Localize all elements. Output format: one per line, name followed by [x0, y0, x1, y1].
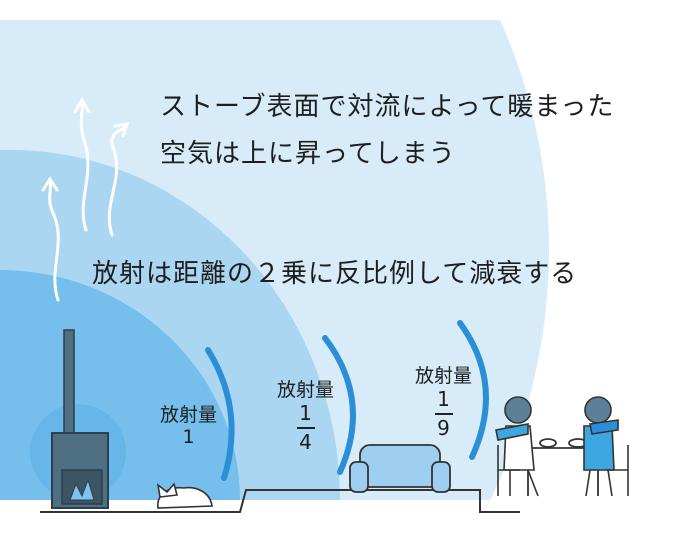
dose-near: 放射量 1 — [160, 405, 217, 449]
dose-far-label: 放射量 — [415, 366, 472, 388]
dose-far-denominator: 9 — [437, 417, 450, 440]
inverse-square-caption: 放射は距離の２乗に反比例して減衰する — [92, 253, 577, 290]
dose-middle: 放射量 1 4 — [277, 380, 334, 454]
convection-caption-line1: ストーブ表面で対流によって暖まった — [160, 86, 614, 123]
dose-middle-label: 放射量 — [277, 380, 334, 402]
person-icon — [584, 397, 618, 496]
convection-caption-line2: 空気は上に昇ってしまう — [160, 133, 456, 170]
dose-far: 放射量 1 9 — [415, 366, 472, 440]
dose-far-fraction: 1 9 — [435, 388, 453, 440]
dose-middle-denominator: 4 — [299, 431, 312, 454]
sofa-icon — [350, 445, 450, 492]
dose-middle-numerator: 1 — [299, 402, 312, 425]
dose-near-value: 1 — [160, 427, 217, 449]
dose-far-numerator: 1 — [437, 388, 450, 411]
fraction-bar — [435, 413, 453, 415]
fraction-bar — [297, 427, 315, 429]
dose-middle-fraction: 1 4 — [297, 402, 315, 454]
dose-near-label: 放射量 — [160, 405, 217, 427]
